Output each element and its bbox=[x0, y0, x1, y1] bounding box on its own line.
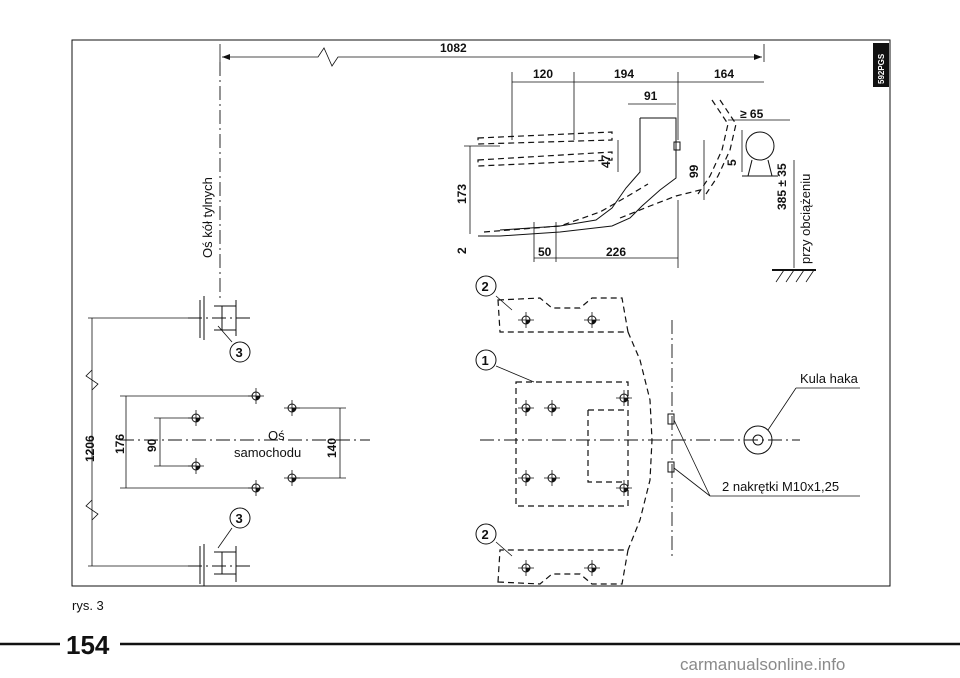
rear-axle-label: Oś kół tylnych bbox=[200, 177, 215, 258]
left-wheel-stubs bbox=[188, 296, 250, 586]
dim-99: 99 bbox=[687, 164, 701, 178]
leaders bbox=[673, 387, 860, 497]
watermark: carmanualsonline.info bbox=[680, 655, 845, 674]
dim-1082: 1082 bbox=[440, 41, 467, 55]
dim-2: 2 bbox=[455, 247, 469, 254]
dim-91: 91 bbox=[644, 89, 658, 103]
vehicle-axis-label-2: samochodu bbox=[234, 445, 301, 460]
callout-3-bottom: 3 bbox=[217, 507, 251, 549]
callout-3-top: 3 bbox=[217, 325, 251, 363]
dim-5: 5 bbox=[725, 159, 739, 166]
dim-47: 47 bbox=[599, 154, 613, 168]
callout-1-label: 1 bbox=[482, 353, 489, 368]
plan-view bbox=[497, 297, 773, 585]
nuts-label: 2 nakrętki M10x1,25 bbox=[722, 479, 839, 494]
callout-2-bottom: 2 bbox=[475, 523, 513, 557]
callout-3-top-label: 3 bbox=[236, 345, 243, 360]
dim-65: ≥ 65 bbox=[740, 107, 764, 121]
side-view-bracket bbox=[477, 99, 816, 283]
dim-173: 173 bbox=[455, 184, 469, 204]
dim-120: 120 bbox=[533, 67, 553, 81]
vehicle-axis-label-1: Oś bbox=[268, 428, 285, 443]
left-dimensions: 1206 176 90 140 bbox=[83, 317, 346, 567]
dim-194: 194 bbox=[614, 67, 634, 81]
callout-3-bottom-label: 3 bbox=[236, 511, 243, 526]
callout-2-top: 2 bbox=[475, 275, 513, 311]
dim-164: 164 bbox=[714, 67, 734, 81]
dim-176: 176 bbox=[113, 434, 127, 454]
dim-140: 140 bbox=[325, 438, 339, 458]
drawing-code-box bbox=[873, 43, 889, 87]
dim-385: 385 ± 35 bbox=[775, 163, 789, 210]
dim-1206: 1206 bbox=[83, 435, 97, 462]
right-bolt-holes bbox=[518, 312, 632, 576]
loaded-label: przy obciążeniu bbox=[798, 174, 813, 264]
callout-1: 1 bbox=[475, 349, 535, 383]
dim-50: 50 bbox=[538, 245, 552, 259]
callout-2-top-label: 2 bbox=[482, 279, 489, 294]
drawing-frame bbox=[71, 39, 891, 587]
page-number: 154 bbox=[66, 630, 110, 660]
drawing-code: 592PGS bbox=[877, 53, 886, 84]
dim-90: 90 bbox=[145, 438, 159, 452]
hitch-ball-label: Kula haka bbox=[800, 371, 859, 386]
figure-caption: rys. 3 bbox=[72, 598, 104, 613]
callout-2-bottom-label: 2 bbox=[482, 527, 489, 542]
left-bolt-holes bbox=[188, 388, 300, 496]
side-view-dimensions: 120 194 164 91 ≥ 65 47 5 99 173 2 50 226… bbox=[455, 67, 813, 268]
dimension-1082: 1082 bbox=[219, 41, 765, 67]
dim-226: 226 bbox=[606, 245, 626, 259]
